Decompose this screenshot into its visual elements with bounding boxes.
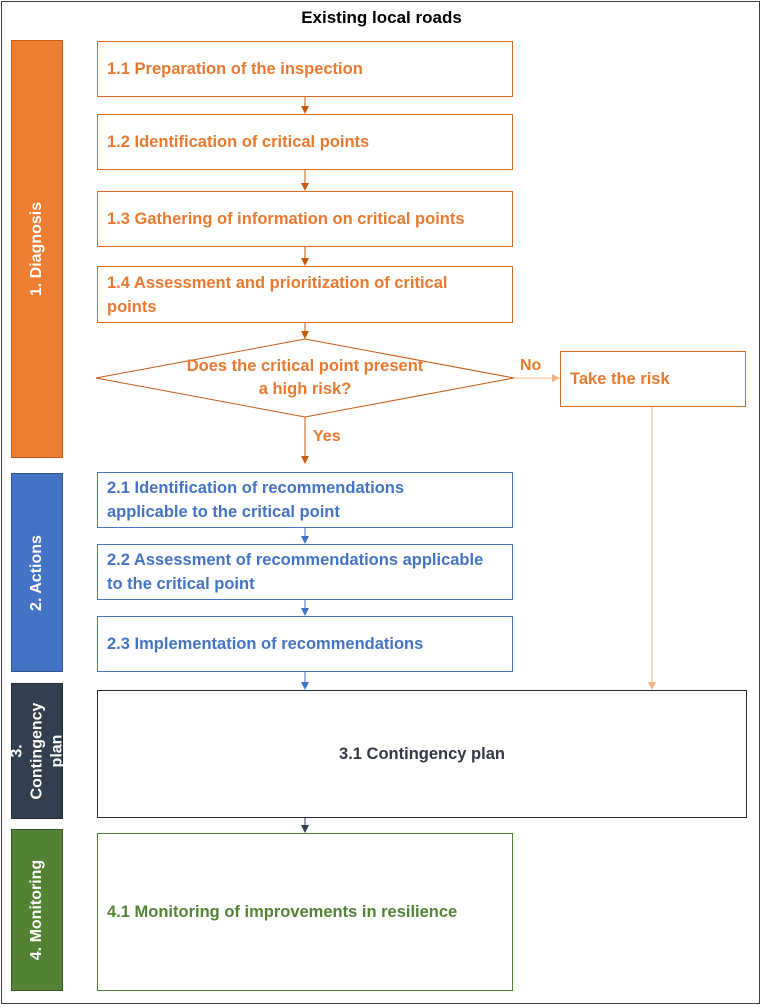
step-1-2-label: 1.2 Identification of critical points (107, 133, 370, 151)
step-1-3-label: 1.3 Gathering of information on critical… (107, 210, 465, 228)
step-2-2-label: 2.2 Assessment of recommendations applic… (107, 551, 484, 593)
step-1-2-box: 1.2 Identification of critical points (97, 114, 513, 170)
decision-yes-label: Yes (313, 428, 341, 445)
diagram-title: Existing local roads (301, 8, 462, 27)
step-1-4-box: 1.4 Assessment and prioritization of cri… (97, 266, 513, 323)
phase-band-diagnosis: 1. Diagnosis (11, 40, 63, 458)
step-4-1-label: 4.1 Monitoring of improvements in resili… (107, 903, 458, 921)
step-1-4-label: 1.4 Assessment and prioritization of cri… (107, 273, 448, 316)
take-risk-box: Take the risk (560, 351, 746, 407)
decision-question: Does the critical point present a high r… (186, 357, 424, 398)
decision-no-label: No (520, 357, 542, 374)
step-2-3-label: 2.3 Implementation of recommendations (107, 635, 424, 653)
step-2-1-box: 2.1 Identification of recommendations ap… (97, 472, 513, 528)
step-2-3-box: 2.3 Implementation of recommendations (97, 616, 513, 672)
step-1-1-box: 1.1 Preparation of the inspection (97, 41, 513, 97)
step-2-2-box: 2.2 Assessment of recommendations applic… (97, 544, 513, 600)
step-1-3-box: 1.3 Gathering of information on critical… (97, 191, 513, 247)
step-1-1-label: 1.1 Preparation of the inspection (107, 60, 363, 78)
take-risk-label: Take the risk (570, 370, 670, 388)
phase-band-monitoring: 4. Monitoring (11, 829, 63, 991)
step-2-1-label: 2.1 Identification of recommendations ap… (107, 479, 405, 521)
phase-band-actions: 2. Actions (11, 473, 63, 672)
step-3-1-label: 3.1 Contingency plan (339, 745, 505, 763)
step-3-1-box: 3.1 Contingency plan (97, 690, 747, 818)
step-4-1-box: 4.1 Monitoring of improvements in resili… (97, 833, 513, 991)
phase-band-contingency: 3. Contingency plan (8, 683, 65, 819)
